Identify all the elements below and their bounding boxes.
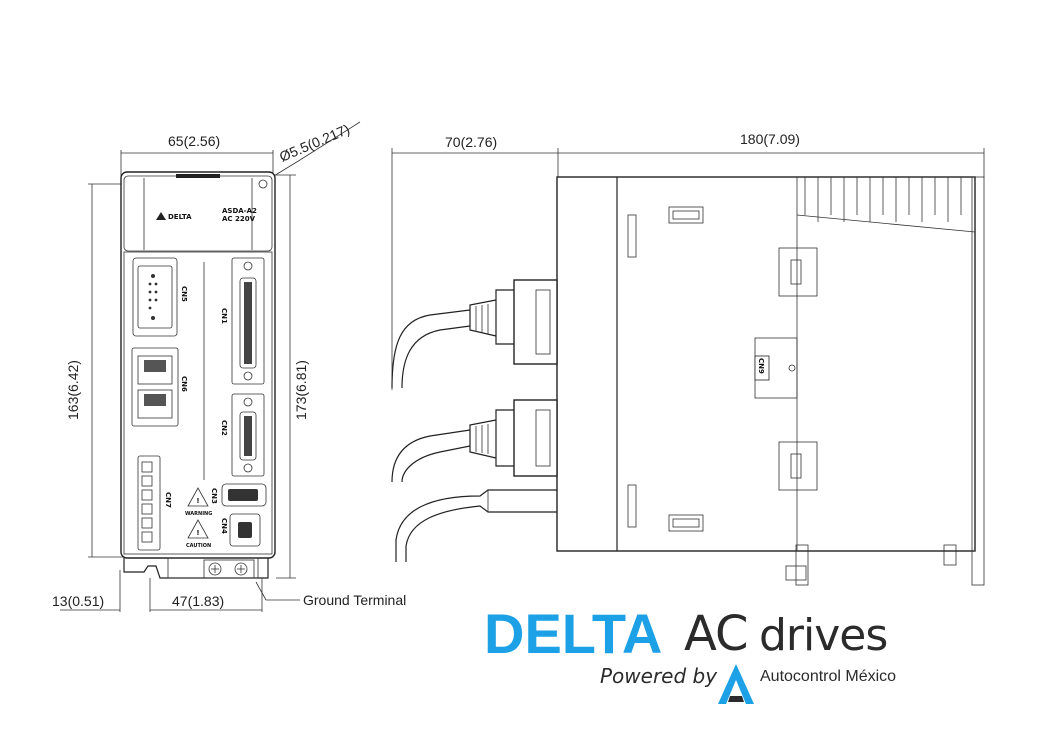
caution-icon [187, 519, 209, 539]
svg-text:!: ! [196, 529, 199, 537]
warning-icon [187, 487, 209, 507]
logo-powered-by-text: Powered by [600, 664, 718, 688]
cn9-label: CN9 [757, 358, 765, 374]
cn7-label: CN7 [164, 492, 172, 508]
front-voltage-label: AC 220V [222, 215, 256, 223]
front-height-dimension: 163(6.42) [65, 360, 81, 420]
cn5-label: CN5 [180, 286, 188, 302]
front-model-label: ASDA-A2 [222, 207, 257, 215]
cn4-label: CN4 [220, 518, 228, 534]
total-height-dimension: 173(6.81) [293, 360, 309, 420]
cn6-label: CN6 [180, 376, 188, 392]
logo-company-text: Autocontrol México [760, 668, 897, 685]
autocontrol-a-icon [718, 664, 754, 704]
caution-label: CAUTION [186, 543, 211, 549]
logo-delta-text: DELTA [484, 602, 663, 665]
body-depth-dimension: 180(7.09) [740, 131, 800, 147]
ground-terminal-label: Ground Terminal [303, 592, 406, 608]
cn1-label: CN1 [220, 308, 228, 324]
front-width-dimension: 65(2.56) [168, 133, 220, 149]
delta-ac-drives-logo: DELTA AC drives Powered by Autocontrol M… [484, 606, 924, 716]
logo-drives-text: drives [759, 610, 888, 661]
front-brand-label: DELTA [168, 213, 192, 221]
cn3-label: CN3 [210, 488, 218, 504]
front-view: 65(2.56) Ø5.5(0.217) 163(6.42) 173(6.81)… [52, 121, 406, 612]
svg-text:!: ! [196, 497, 199, 505]
side-view: 70(2.76) 180(7.09) [391, 131, 985, 586]
terminal-width-dimension: 47(1.83) [172, 593, 224, 609]
cn2-label: CN2 [220, 420, 228, 436]
hole-diameter-dimension: Ø5.5(0.217) [277, 121, 352, 165]
cable-depth-dimension: 70(2.76) [445, 134, 497, 150]
bottom-offset-dimension: 13(0.51) [52, 593, 104, 609]
logo-ac-text: AC [684, 606, 749, 662]
warning-label: WARNING [185, 511, 212, 517]
